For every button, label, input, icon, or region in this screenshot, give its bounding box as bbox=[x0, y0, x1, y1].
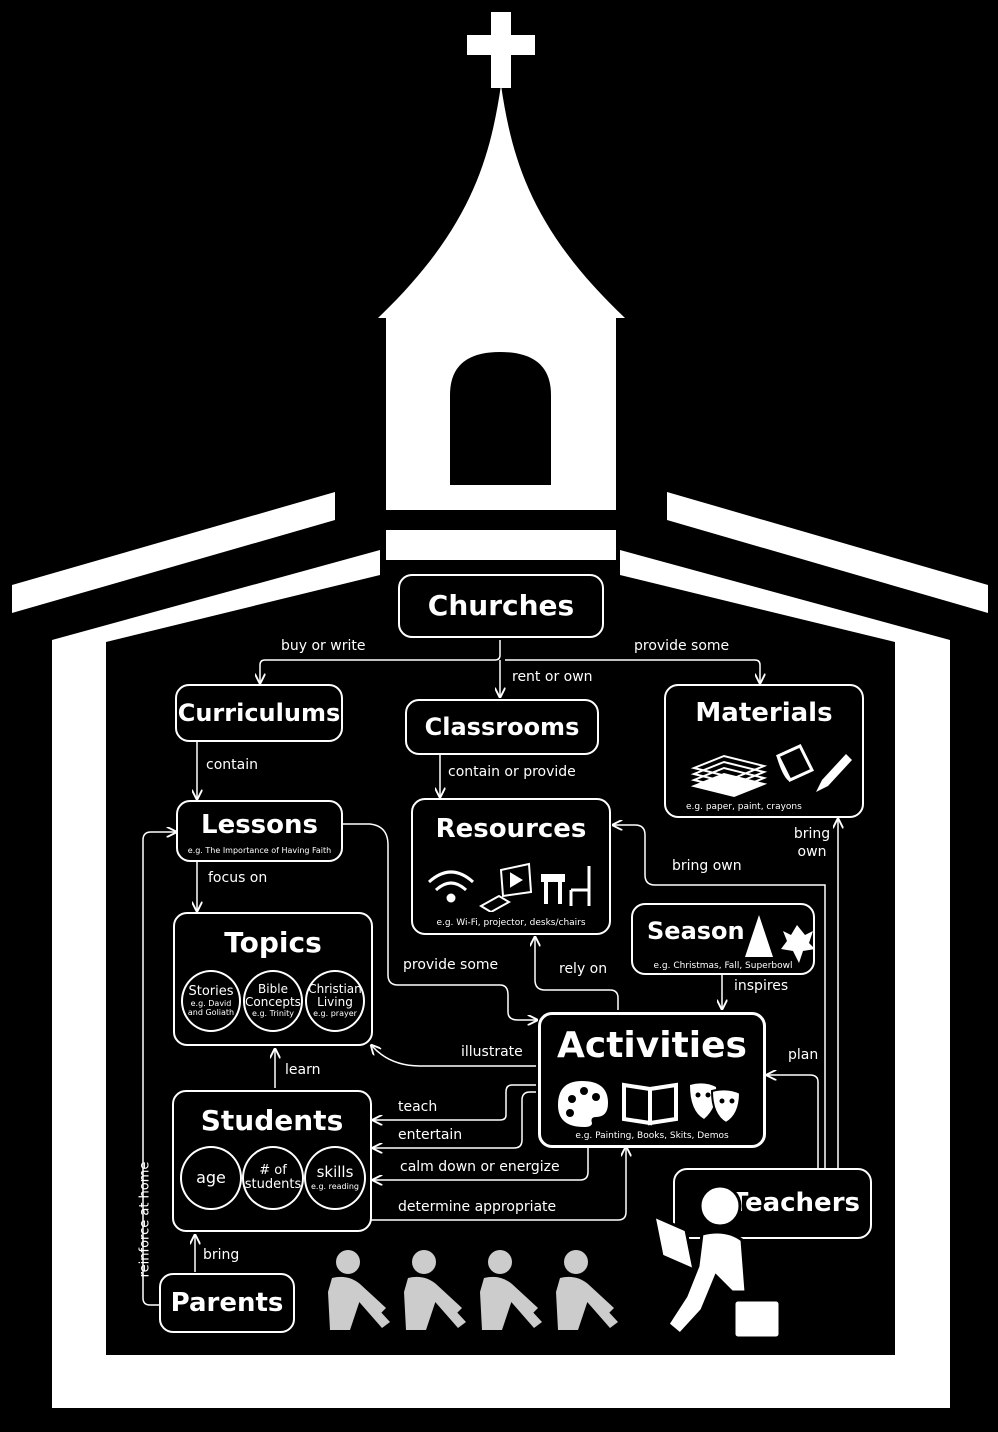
node-title: Parents bbox=[170, 1288, 284, 1318]
label-teach: teach bbox=[398, 1099, 438, 1115]
student-circle-skills[interactable]: skills e.g. reading bbox=[304, 1146, 366, 1210]
node-classrooms[interactable]: Classrooms bbox=[405, 699, 599, 755]
student-figures bbox=[328, 1250, 618, 1330]
label-rely-on: rely on bbox=[559, 961, 608, 977]
node-title: Students bbox=[200, 1104, 344, 1137]
chair-icon bbox=[569, 866, 591, 906]
desk-icon bbox=[541, 874, 565, 904]
edge-determine-appropriate bbox=[209, 1148, 626, 1221]
lessons-example: e.g. The Importance of Having Faith bbox=[187, 846, 332, 855]
edge-rely-on bbox=[535, 938, 619, 1010]
topic-circle-bible-concepts[interactable]: Bible Concepts e.g. Trinity bbox=[243, 970, 303, 1032]
label-calm-down: calm down or energize bbox=[400, 1159, 560, 1175]
label-provide-some-activities: provide some bbox=[403, 957, 499, 973]
wifi-icon bbox=[427, 870, 475, 903]
label-illustrate: illustrate bbox=[461, 1044, 523, 1060]
node-title: Resources bbox=[435, 814, 587, 844]
label-bring: bring bbox=[203, 1247, 240, 1263]
resources-icons bbox=[413, 856, 609, 920]
label-rent-or-own: rent or own bbox=[512, 669, 593, 685]
edge-illustrate bbox=[372, 1046, 536, 1067]
node-parents[interactable]: Parents bbox=[159, 1273, 295, 1333]
node-title: Curriculums bbox=[177, 699, 341, 727]
label-reinforce-at-home: reinforce at home bbox=[137, 1161, 153, 1278]
edge-teach bbox=[374, 1084, 536, 1120]
label-bring-own-resources: bring own bbox=[672, 858, 742, 874]
node-title: Lessons bbox=[201, 810, 318, 840]
edge-plan bbox=[768, 1075, 819, 1168]
season-example: e.g. Christmas, Fall, Superbowl bbox=[653, 961, 793, 971]
pencil-icon bbox=[816, 754, 852, 792]
season-icons bbox=[745, 915, 815, 963]
node-title: Topics bbox=[224, 926, 322, 959]
edge-provide-some-activities bbox=[343, 823, 536, 1020]
node-resources[interactable]: Resources bbox=[411, 798, 611, 935]
node-season[interactable]: Season e.g. Christmas, Fall, Superbowl bbox=[631, 903, 815, 975]
node-curriculums[interactable]: Curriculums bbox=[175, 684, 343, 742]
node-title: Materials bbox=[695, 698, 833, 728]
node-materials[interactable]: Materials e.g. paper, paint, crayons bbox=[664, 684, 864, 818]
student-figure-icon bbox=[480, 1250, 542, 1330]
node-students[interactable]: Students age # of students skills e.g. r… bbox=[172, 1090, 372, 1232]
node-topics[interactable]: Topics Stories e.g. David and Goliath Bi… bbox=[173, 912, 373, 1046]
book-icon bbox=[622, 1082, 678, 1126]
label-provide-some-materials: provide some bbox=[634, 638, 730, 654]
label-learn: learn bbox=[285, 1062, 321, 1078]
label-bring-own-materials: bring own bbox=[793, 826, 831, 860]
palette-icon bbox=[558, 1081, 608, 1127]
topic-circle-christian-living[interactable]: Christian Living e.g. prayer bbox=[305, 970, 365, 1032]
label-buy-or-write: buy or write bbox=[281, 638, 366, 654]
materials-icons bbox=[666, 742, 862, 806]
paper-stack-icon bbox=[690, 754, 768, 798]
edge-buy-or-write bbox=[260, 640, 501, 682]
label-plan: plan bbox=[788, 1047, 819, 1063]
student-figure-icon bbox=[404, 1250, 466, 1330]
materials-example: e.g. paper, paint, crayons bbox=[686, 802, 802, 812]
student-circle-age[interactable]: age bbox=[180, 1146, 242, 1210]
label-focus-on: focus on bbox=[208, 870, 268, 886]
label-contain-or-provide: contain or provide bbox=[448, 764, 576, 780]
node-title: Classrooms bbox=[424, 713, 580, 741]
edge-bring-own-resources bbox=[614, 825, 826, 1168]
student-figure-icon bbox=[556, 1250, 618, 1330]
topic-circle-stories[interactable]: Stories e.g. David and Goliath bbox=[181, 970, 241, 1032]
label-determine-appropriate: determine appropriate bbox=[398, 1199, 557, 1215]
tree-icon bbox=[745, 915, 773, 957]
theater-masks-icon bbox=[690, 1083, 742, 1125]
node-title: Teachers bbox=[730, 1188, 860, 1218]
edge-calm-down bbox=[374, 1148, 589, 1180]
student-circle-number-of-students[interactable]: # of students bbox=[242, 1146, 304, 1210]
activities-example: e.g. Painting, Books, Skits, Demos bbox=[575, 1131, 729, 1141]
projector-icon bbox=[479, 862, 533, 914]
edge-provide-some-materials bbox=[505, 659, 760, 682]
label-contain: contain bbox=[206, 757, 258, 773]
activities-icons bbox=[541, 1077, 763, 1133]
paint-bucket-icon bbox=[775, 744, 815, 782]
label-entertain: entertain bbox=[398, 1127, 463, 1143]
node-churches[interactable]: Churches bbox=[398, 574, 604, 638]
node-title: Season bbox=[647, 917, 745, 945]
node-lessons[interactable]: Lessons e.g. The Importance of Having Fa… bbox=[176, 800, 343, 862]
teacher-reading-icon bbox=[651, 1184, 782, 1340]
resources-example: e.g. Wi-Fi, projector, desks/chairs bbox=[436, 918, 586, 928]
edge-entertain bbox=[374, 1091, 536, 1148]
node-activities[interactable]: Activities bbox=[538, 1012, 766, 1148]
node-title: Activities bbox=[557, 1025, 747, 1066]
edge-reinforce-at-home bbox=[142, 832, 175, 1306]
student-figure-icon bbox=[328, 1250, 390, 1330]
leaf-icon bbox=[781, 925, 815, 963]
label-inspires: inspires bbox=[734, 978, 789, 994]
node-title: Churches bbox=[427, 589, 575, 622]
